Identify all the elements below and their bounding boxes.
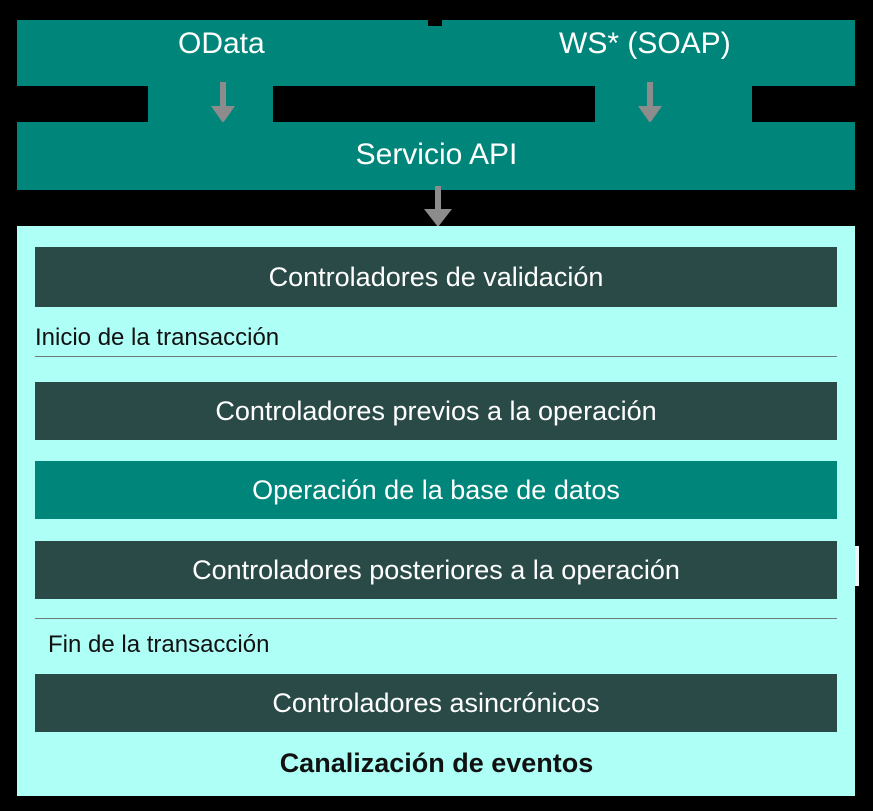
stage-validation-handlers-label: Controladores de validación <box>268 261 604 292</box>
transaction-end-label: Fin de la transacción <box>48 631 270 658</box>
api-service-band <box>17 122 855 190</box>
soap-label: WS* (SOAP) <box>559 27 731 60</box>
protocol-band-wing-right <box>595 86 752 122</box>
stage-database-operation[interactable]: Operación de la base de datos <box>35 461 837 519</box>
stage-pre-operation-handlers[interactable]: Controladores previos a la operación <box>35 382 837 440</box>
protocol-band-notch <box>428 18 442 26</box>
odata-label: OData <box>178 27 265 60</box>
protocol-band <box>17 20 855 86</box>
transaction-end-divider <box>35 618 837 619</box>
down-arrow-icon-api <box>424 186 452 227</box>
stage-validation-handlers[interactable]: Controladores de validación <box>35 247 837 307</box>
stage-post-operation-handlers-label: Controladores posteriores a la operación <box>192 554 680 585</box>
transaction-start-divider <box>35 356 837 357</box>
pipeline-title: Canalización de eventos <box>279 748 594 778</box>
pipeline-panel-right-notch <box>855 546 859 586</box>
api-service-label: Servicio API <box>355 138 518 171</box>
stage-async-handlers[interactable]: Controladores asincrónicos <box>35 674 837 732</box>
down-arrow-icon-soap <box>638 82 662 123</box>
down-arrow-icon-odata <box>211 82 235 123</box>
transaction-start-label: Inicio de la transacción <box>35 324 280 351</box>
stage-async-handlers-label: Controladores asincrónicos <box>272 687 600 718</box>
stage-post-operation-handlers[interactable]: Controladores posteriores a la operación <box>35 541 837 599</box>
stage-database-operation-label: Operación de la base de datos <box>252 474 620 505</box>
stage-pre-operation-handlers-label: Controladores previos a la operación <box>215 395 657 426</box>
protocol-band-wing-left <box>148 86 273 122</box>
